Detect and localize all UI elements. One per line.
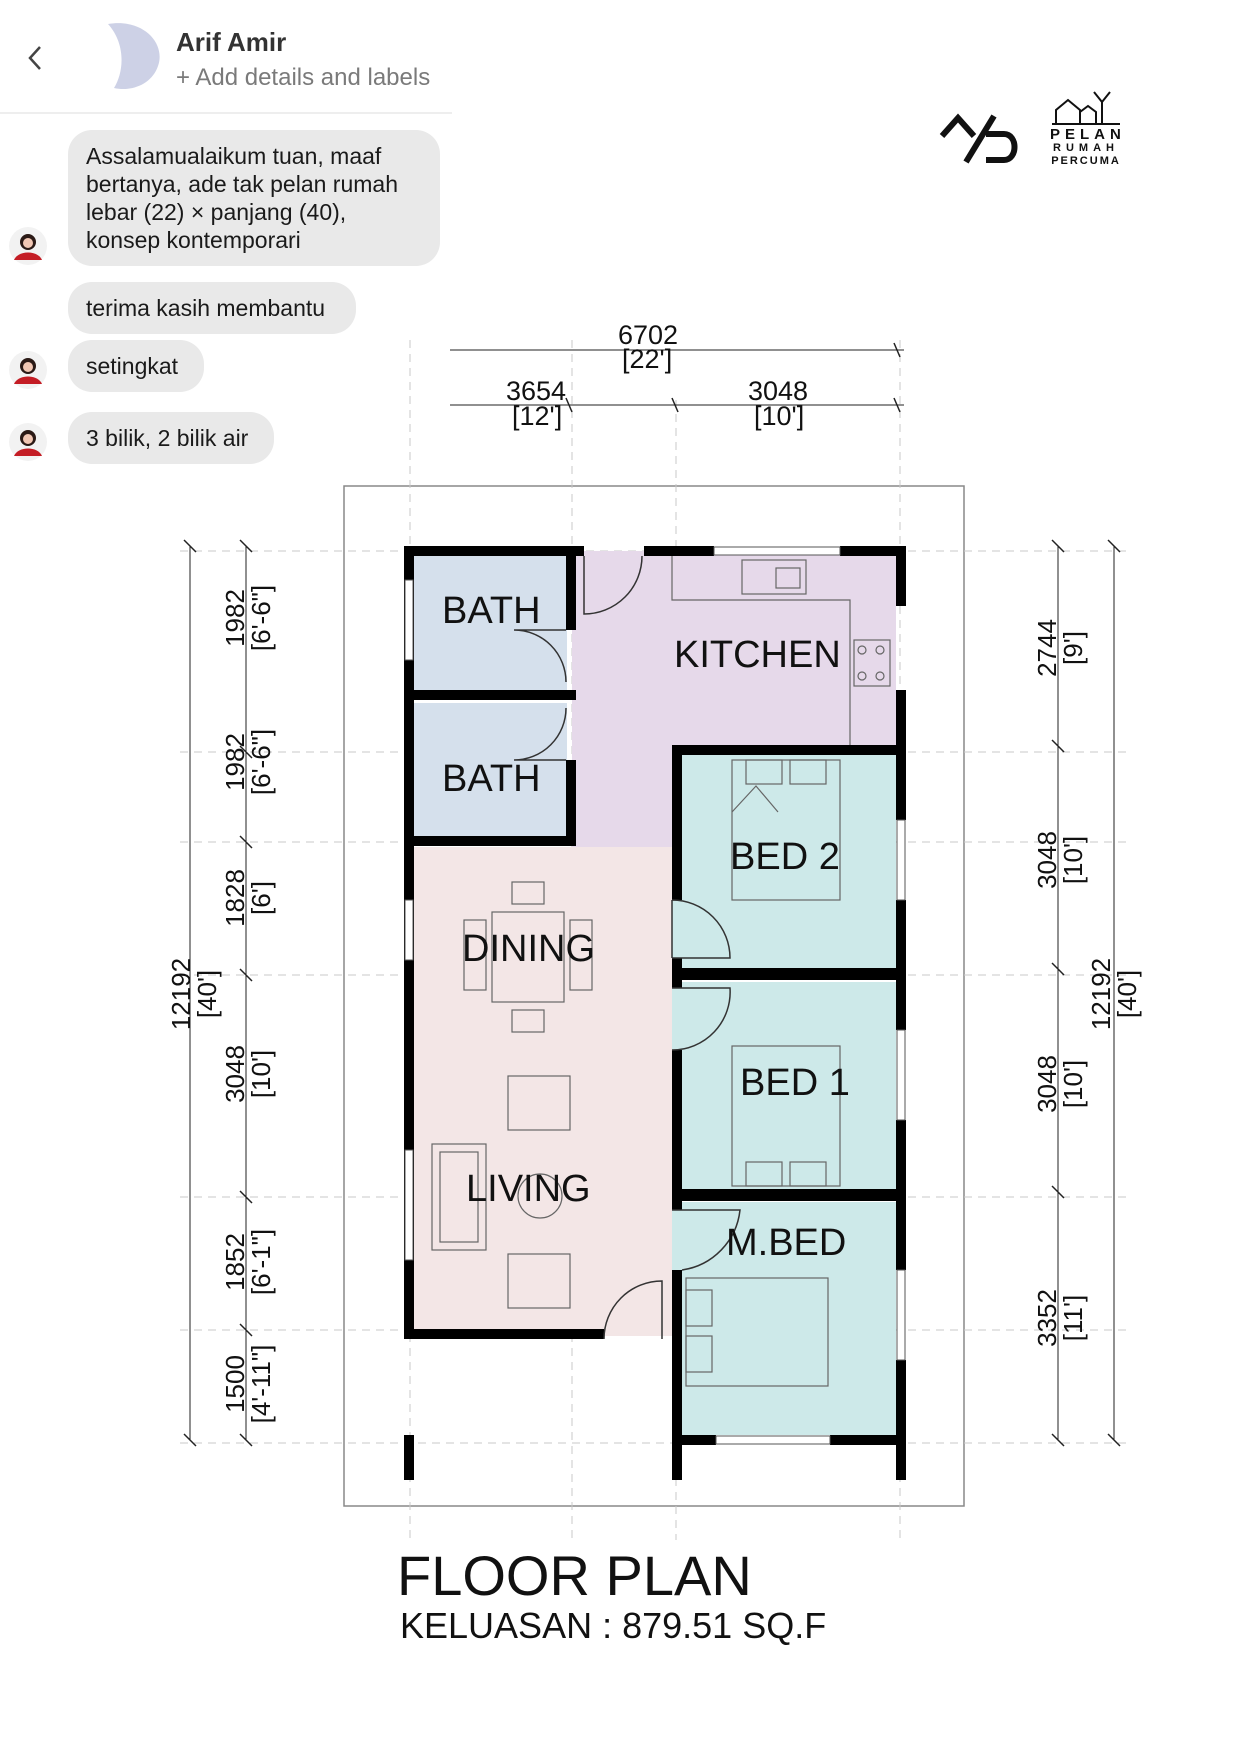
dim-left-6: 1500[4'-11"]: [220, 1344, 276, 1424]
bath-1-room: [413, 556, 567, 692]
dim-left-2: 1982[6'-6"]: [220, 728, 276, 796]
message-bubble: Assalamualaikum tuan, maaf bertanya, ade…: [68, 130, 440, 266]
message-bubble: terima kasih membantu: [68, 282, 356, 334]
user-avatar[interactable]: [8, 422, 48, 462]
user-avatar[interactable]: [8, 350, 48, 390]
room-label-kitchen: KITCHEN: [674, 634, 841, 676]
message-bubble: 3 bilik, 2 bilik air: [68, 412, 274, 464]
dim-left-3: 1828[6']: [220, 869, 276, 927]
dim-right-3: 3048[10']: [1032, 1055, 1088, 1113]
room-label-bath: BATH: [442, 590, 541, 632]
dim-right-width: 3048: [748, 376, 809, 406]
dim-right-total: 12192[40']: [1086, 957, 1142, 1031]
architect-logo: [938, 106, 1022, 171]
kitchen-room: [572, 551, 896, 847]
dim-total-width-ft: [22']: [622, 344, 673, 374]
dim-left-total: 12192[40']: [166, 957, 222, 1031]
brand-text-2: RUMAH: [1053, 142, 1119, 154]
plan-title: FLOOR PLAN: [397, 1544, 752, 1607]
brand-text-1: PELAN: [1050, 126, 1126, 143]
living-dining-room: [413, 847, 672, 1336]
room-label-bed-1: BED 1: [740, 1062, 850, 1104]
room-label-bed-2: BED 2: [730, 836, 840, 878]
room-label-dining: DINING: [462, 928, 595, 970]
contact-name[interactable]: Arif Amir: [176, 27, 287, 57]
dim-left-4: 3048[10']: [220, 1045, 276, 1103]
dim-left-1: 1982[6'-6"]: [220, 584, 276, 652]
dim-left-5: 1852[6'-1"]: [220, 1228, 276, 1296]
room-label-master-bed: M.BED: [726, 1222, 847, 1264]
windows: [404, 546, 906, 1445]
kitchen-counter: [671, 556, 891, 745]
bed-1-room: [672, 982, 896, 1189]
bed-2-room: [672, 755, 896, 969]
add-details-link[interactable]: + Add details and labels: [176, 64, 431, 91]
sink-icon: [741, 559, 807, 595]
room-label-bath: BATH: [442, 758, 541, 800]
master-bed-room: [672, 1202, 896, 1435]
living-furniture: [431, 881, 593, 1309]
contact-avatar[interactable]: [104, 22, 160, 90]
dim-left-width: 3654: [506, 376, 567, 406]
bath-2-room: [413, 703, 567, 836]
back-chevron-icon[interactable]: [20, 40, 50, 76]
dimension-lines: [189, 349, 1115, 1440]
dim-right-4: 3352[11']: [1032, 1289, 1088, 1347]
chat-header: Arif Amir + Add details and labels: [0, 0, 452, 114]
dim-right-1: 2744[9']: [1032, 619, 1088, 677]
message-bubble: setingkat: [68, 340, 204, 392]
bed-furniture: [685, 759, 841, 1387]
dimension-ticks: [183, 342, 1121, 1447]
dim-right-width-ft: [10']: [754, 401, 805, 431]
brand-text-3: PERCUMA: [1051, 155, 1121, 167]
user-avatar[interactable]: [8, 226, 48, 266]
plan-area: KELUASAN : 879.51 SQ.F: [400, 1605, 827, 1646]
room-label-living: LIVING: [466, 1168, 591, 1210]
plan-frame: [343, 485, 965, 1507]
dim-left-width-ft: [12']: [512, 401, 563, 431]
dim-right-2: 3048[10']: [1032, 831, 1088, 889]
doors: [513, 555, 741, 1340]
pelan-rumah-percuma-logo: PELAN RUMAH PERCUMA: [1050, 88, 1122, 167]
dim-total-width: 6702: [618, 320, 679, 350]
stove-icon: [853, 639, 891, 687]
